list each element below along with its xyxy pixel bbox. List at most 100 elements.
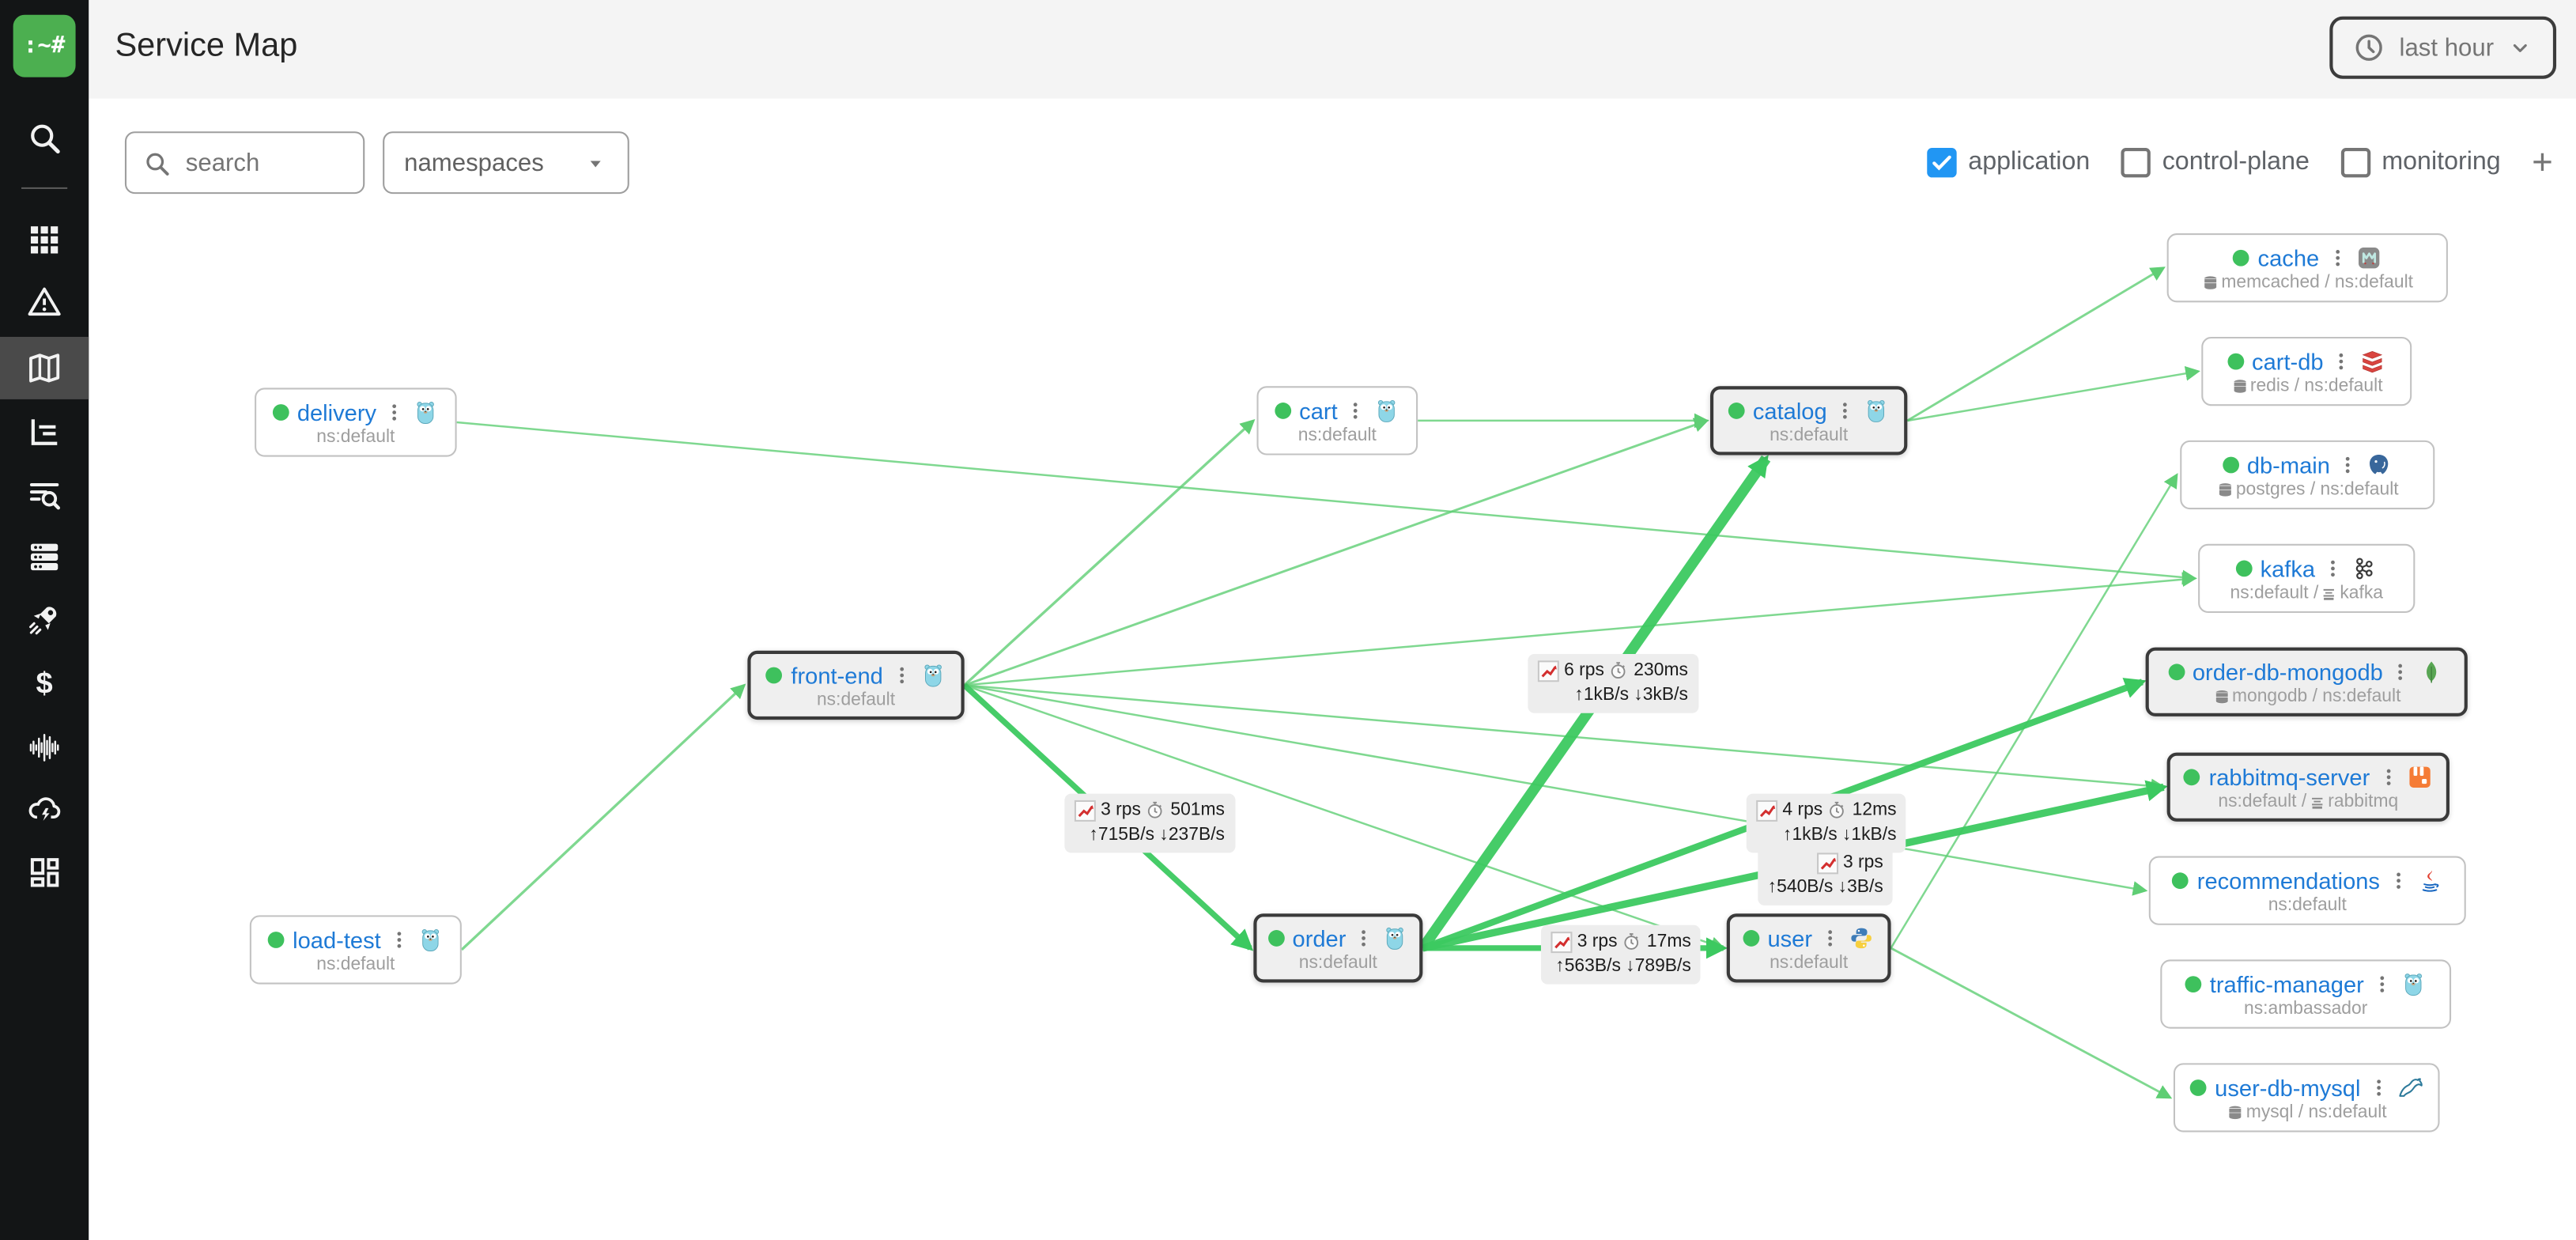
kebab-menu-icon[interactable]: [2388, 870, 2408, 890]
kebab-menu-icon[interactable]: [2369, 1077, 2389, 1097]
namespaces-dropdown[interactable]: namespaces: [383, 131, 629, 195]
edge-metrics-label[interactable]: 3 rps↑540B/s ↓3B/s: [1758, 846, 1894, 905]
service-node-cart[interactable]: cart ns:default: [1256, 386, 1418, 456]
service-node-delivery[interactable]: delivery ns:default: [255, 388, 457, 457]
kebab-menu-icon[interactable]: [2332, 351, 2351, 371]
status-healthy-dot: [1275, 402, 1291, 418]
edge-front-end-to-recommendations[interactable]: [964, 684, 2148, 896]
service-node-user-db-mysql[interactable]: user-db-mysql mysql / ns:default: [2173, 1063, 2440, 1132]
sidebar-item-cost[interactable]: $: [0, 652, 89, 715]
warning-triangle-icon: [26, 284, 62, 320]
edge-catalog-to-cache[interactable]: [1906, 267, 2166, 422]
node-name-link[interactable]: front-end: [791, 661, 883, 688]
service-node-kafka[interactable]: kafka ns:default / kafka: [2198, 543, 2415, 614]
kebab-menu-icon[interactable]: [2323, 558, 2343, 577]
sidebar-item-issues[interactable]: [0, 271, 89, 334]
service-node-load-test[interactable]: load-test ns:default: [249, 915, 462, 985]
sidebar-item-service-map[interactable]: [0, 336, 89, 399]
edge-catalog-to-cart-db[interactable]: [1907, 366, 2200, 422]
node-name-link[interactable]: order-db-mongodb: [2192, 658, 2383, 685]
kebab-menu-icon[interactable]: [2391, 661, 2411, 681]
edge-front-end-to-cart[interactable]: [963, 419, 1256, 686]
kebab-menu-icon[interactable]: [1820, 928, 1840, 947]
service-node-cache[interactable]: cache memcached / ns:default: [2166, 233, 2448, 303]
node-name-link[interactable]: recommendations: [2196, 867, 2380, 894]
sidebar-item-cloud[interactable]: [0, 777, 89, 840]
edge-front-end-to-kafka[interactable]: [964, 572, 2197, 686]
kebab-menu-icon[interactable]: [2378, 766, 2398, 786]
kebab-menu-icon[interactable]: [2328, 248, 2347, 267]
node-name-link[interactable]: catalog: [1752, 396, 1827, 424]
layer-checkbox-monitoring[interactable]: monitoring: [2340, 148, 2501, 178]
cloud-lightning-icon: [26, 790, 62, 826]
postgres-icon: [2366, 451, 2393, 477]
dollar-icon: $: [26, 666, 62, 702]
throughput-value: ↑563B/s ↓789B/s: [1555, 955, 1691, 976]
service-node-cart-db[interactable]: cart-db redis / ns:default: [2201, 336, 2412, 406]
node-name-link[interactable]: cart: [1299, 396, 1338, 424]
service-node-catalog[interactable]: catalog ns:default: [1709, 386, 1908, 456]
unchecked-checkbox-icon[interactable]: [2121, 148, 2151, 178]
sidebar-item-search[interactable]: [0, 107, 89, 169]
edge-user-to-user-db-mysql[interactable]: [1890, 947, 2173, 1099]
map-icon: [26, 350, 62, 387]
node-name-link[interactable]: cart-db: [2252, 347, 2324, 374]
edge-delivery-to-kafka[interactable]: [456, 421, 2197, 585]
checked-checkbox-icon[interactable]: [1927, 148, 1957, 178]
status-healthy-dot: [272, 403, 289, 420]
node-name-link[interactable]: traffic-manager: [2209, 970, 2364, 997]
service-node-order-db-mongodb[interactable]: order-db-mongodb mongodb / ns:default: [2145, 647, 2468, 716]
edge-front-end-to-rabbitmq-server[interactable]: [964, 684, 2166, 794]
kebab-menu-icon[interactable]: [384, 402, 404, 422]
kebab-menu-icon[interactable]: [1346, 400, 1365, 420]
layer-checkbox-control-plane[interactable]: control-plane: [2121, 148, 2310, 178]
service-node-front-end[interactable]: front-end ns:default: [747, 650, 965, 720]
time-range-button[interactable]: last hour: [2330, 16, 2557, 79]
kebab-menu-icon[interactable]: [2338, 455, 2358, 474]
node-name-link[interactable]: user: [1767, 924, 1813, 951]
sidebar-item-logs[interactable]: [0, 463, 89, 526]
node-name-link[interactable]: cache: [2257, 244, 2320, 270]
node-name-link[interactable]: db-main: [2246, 451, 2330, 478]
kebab-menu-icon[interactable]: [1354, 928, 1374, 947]
service-node-order[interactable]: order ns:default: [1253, 913, 1423, 983]
service-node-recommendations[interactable]: recommendations ns:default: [2148, 856, 2466, 925]
namespaces-label: namespaces: [404, 149, 544, 177]
search-input[interactable]: [182, 146, 347, 179]
status-healthy-dot: [2222, 456, 2239, 473]
rocket-icon: [26, 601, 62, 637]
app-logo[interactable]: :~#: [13, 14, 76, 78]
sidebar-item-deployments[interactable]: [0, 588, 89, 651]
edge-load-test-to-front-end[interactable]: [460, 683, 746, 951]
sidebar-item-infrastructure[interactable]: [0, 526, 89, 588]
layer-checkbox-application[interactable]: application: [1927, 148, 2090, 178]
add-layer-button[interactable]: +: [2532, 141, 2553, 183]
search-box[interactable]: [124, 131, 365, 195]
edge-front-end-to-user[interactable]: [964, 684, 1726, 951]
kebab-menu-icon[interactable]: [891, 664, 911, 684]
edge-user-to-db-main[interactable]: [1890, 473, 2178, 949]
service-node-traffic-manager[interactable]: traffic-manager ns:ambassador: [2160, 959, 2452, 1029]
node-name-link[interactable]: kafka: [2260, 554, 2316, 581]
edge-front-end-to-catalog[interactable]: [964, 418, 1709, 686]
service-node-db-main[interactable]: db-main postgres / ns:default: [2180, 440, 2435, 510]
node-name-link[interactable]: order: [1292, 924, 1347, 951]
node-name-link[interactable]: load-test: [293, 925, 381, 953]
kebab-menu-icon[interactable]: [1835, 400, 1855, 420]
service-node-rabbitmq-server[interactable]: rabbitmq-server ns:default / rabbitmq: [2166, 752, 2449, 822]
kebab-menu-icon[interactable]: [389, 929, 409, 949]
service-node-user[interactable]: user ns:default: [1726, 913, 1891, 983]
unchecked-checkbox-icon[interactable]: [2340, 148, 2370, 178]
node-name-link[interactable]: delivery: [297, 398, 377, 425]
sidebar-item-dashboards[interactable]: [0, 841, 89, 904]
sidebar-item-monitors[interactable]: [0, 716, 89, 779]
sidebar-item-apps[interactable]: [0, 209, 89, 271]
kebab-menu-icon[interactable]: [2372, 973, 2392, 993]
node-name-link[interactable]: rabbitmq-server: [2208, 763, 2370, 790]
sidebar-item-traces[interactable]: [0, 401, 89, 463]
node-name-link[interactable]: user-db-mysql: [2215, 1073, 2361, 1101]
